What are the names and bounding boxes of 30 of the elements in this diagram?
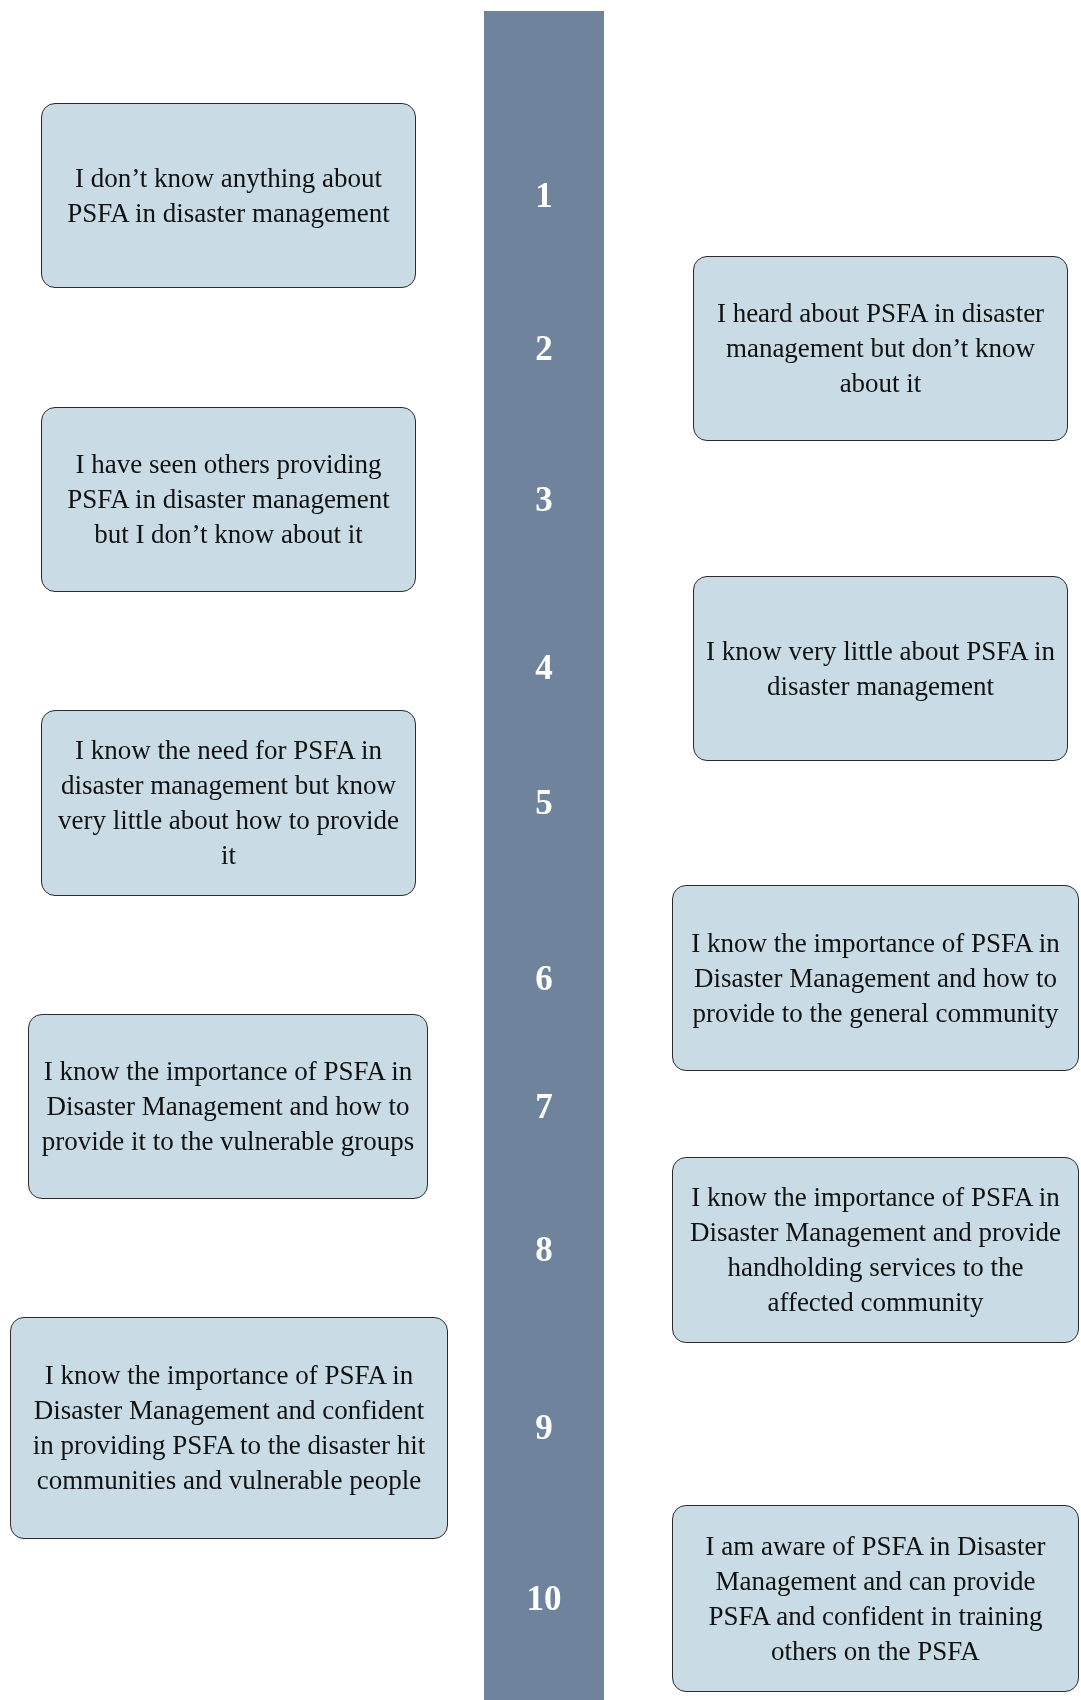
- level-description: I don’t know anything about PSFA in disaster management: [66, 161, 391, 230]
- scale-number: 4: [534, 648, 554, 688]
- level-box: [693, 576, 1068, 761]
- level-box: [672, 1505, 1079, 1692]
- level-box: [28, 1014, 428, 1199]
- scale-number: 2: [534, 329, 554, 369]
- level-description: I know the need for PSFA in disaster management but know very little about how to provide it: [56, 734, 401, 872]
- scale-number: 3: [534, 480, 554, 520]
- level-description: I know the importance of PSFA in Disaster Management and how to provide to the general community: [690, 926, 1061, 1030]
- level-box: [41, 710, 416, 896]
- level-description: I know very little about PSFA in disaster management: [705, 634, 1056, 703]
- level-box: [693, 256, 1068, 441]
- level-description: I heard about PSFA in disaster management but don’t know about it: [715, 297, 1046, 400]
- level-description: I know the importance of PSFA in Disaster Management and confident in providing PSFA to the disaster hit communities and vulnerable people: [31, 1359, 427, 1497]
- scale-number: 8: [534, 1230, 554, 1270]
- level-box: [41, 407, 416, 592]
- level-box: [672, 1157, 1079, 1343]
- level-description: I know the importance of PSFA in Disaster Management and how to provide it to the vulnerable groups: [40, 1055, 416, 1158]
- scale-number: 5: [534, 783, 554, 823]
- scale-number: 6: [534, 959, 554, 999]
- level-box: [672, 885, 1079, 1071]
- level-description: I know the importance of PSFA in Disaster Management and provide handholding services to the affected community: [688, 1181, 1063, 1319]
- level-box: [41, 103, 416, 288]
- scale-number: 9: [534, 1408, 554, 1448]
- scale-number: 10: [525, 1579, 563, 1619]
- level-box: [10, 1317, 448, 1539]
- level-description: I am aware of PSFA in Disaster Management and can provide PSFA and confident in training others on the PSFA: [704, 1529, 1047, 1668]
- scale-number: 1: [534, 176, 554, 216]
- scale-number: 7: [534, 1087, 554, 1127]
- level-description: I have seen others providing PSFA in disaster management but I don’t know about it: [66, 448, 391, 551]
